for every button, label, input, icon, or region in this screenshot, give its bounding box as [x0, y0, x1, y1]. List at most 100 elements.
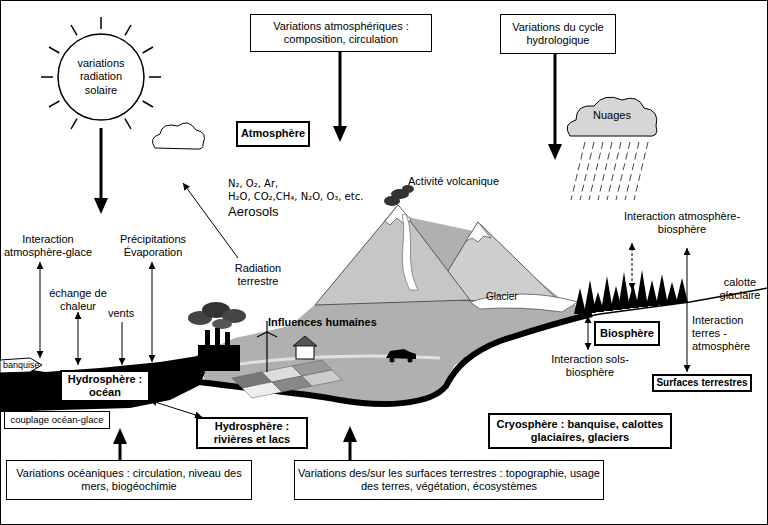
rain-line [580, 142, 594, 200]
forcing-arrow [349, 440, 352, 460]
factory [188, 302, 246, 371]
forcing-arrow [339, 52, 342, 128]
process-label: échange de chaleur [46, 287, 110, 313]
gas-list: N₂, O₂, Ar, [228, 178, 278, 190]
forcing-arrow-head [343, 426, 357, 442]
node-text: variations radiation solaire [70, 57, 132, 97]
field [302, 370, 342, 386]
component-box: Atmosphère [236, 121, 310, 147]
factory-building [198, 345, 240, 371]
rain-line [607, 142, 621, 200]
sun-ray [143, 101, 153, 107]
ocean [0, 356, 205, 412]
rain-line [634, 142, 648, 200]
snow-cap [466, 222, 491, 242]
forcing-arrow-head [333, 126, 347, 142]
wind-arrow [122, 322, 123, 365]
chimney [225, 332, 230, 346]
forcing-box: Variations du cycle hydrologique [500, 14, 616, 54]
windmill [257, 321, 277, 372]
car [386, 349, 416, 359]
node-text: couplage océan-glace [11, 414, 104, 425]
rain-line [598, 142, 612, 200]
rain-line [571, 142, 585, 200]
interaction-arrow [78, 312, 79, 365]
forcing-arrow-head [94, 198, 108, 214]
rain-line [625, 142, 639, 200]
component-box: Biosphère [594, 321, 660, 346]
process-box: couplage océan-glace [4, 411, 110, 429]
cloud [152, 123, 204, 149]
glacier-tongue [402, 214, 418, 290]
sun-ray [71, 25, 77, 35]
tree [646, 280, 658, 306]
interaction-arrow [632, 243, 633, 290]
node-text: Surfaces terrestres [656, 377, 747, 389]
windmill-mast [266, 332, 267, 372]
house-roof [293, 336, 317, 346]
car-wheel [390, 358, 395, 363]
node-text: Hydrosphère : océan [62, 373, 148, 399]
interaction-arrows [40, 183, 687, 372]
rain-line [589, 142, 603, 200]
forcing-box: Variations océaniques : circulation, niv… [6, 460, 252, 500]
interaction-arrow [687, 248, 688, 372]
tree [636, 270, 648, 307]
node-text: Atmosphère [241, 127, 305, 140]
tree [676, 278, 688, 303]
node-text: Cryosphère : banquise, calottes glaciair… [490, 418, 670, 444]
sun-rays [41, 17, 161, 129]
river [200, 314, 592, 404]
component-box: Hydrosphère : océan [60, 370, 150, 402]
forcing-box: Variations atmosphériques : composition,… [250, 14, 432, 52]
cloud-shape-path [567, 97, 657, 136]
component-box: Cryosphère : banquise, calottes glaciair… [488, 413, 672, 449]
tree [574, 288, 586, 314]
section-label: Influences humaines [268, 316, 377, 329]
node-text: Hydrosphère : rivières et lacs [198, 420, 306, 446]
forcing-arrow-head [113, 428, 127, 444]
windmill-blade [267, 332, 277, 337]
gas-list: H₂O, CO₂,CH₄, N₂O, O₃, etc. [228, 191, 363, 203]
region-label: banquise [3, 360, 40, 371]
process-label: Radiation terrestre [226, 262, 290, 288]
sun-ray [49, 101, 59, 107]
sun-circle-shape [58, 34, 144, 120]
interaction-label: Interaction sols-biosphère [544, 353, 636, 379]
forcing-box: Variations des/sur les surfaces terrestr… [294, 460, 604, 500]
volcano-smoke [384, 185, 414, 206]
process-label: vents [108, 307, 134, 320]
forest [574, 270, 688, 314]
rain-line [616, 142, 630, 200]
sun-ray [41, 76, 53, 78]
sun-ray [149, 76, 161, 78]
car-wheel [408, 358, 413, 363]
sun-ray [125, 119, 131, 129]
process-label: Activité volcanique [408, 175, 499, 188]
interaction-label: Interaction terres - atmosphère [692, 314, 768, 354]
forcing-arrow [119, 442, 122, 460]
interaction-label: Interaction atmosphère-biosphère [622, 210, 742, 236]
forcing-arrow [100, 128, 103, 200]
node-text: Variations atmosphériques : composition,… [251, 20, 431, 46]
region-label: Glacier [486, 291, 518, 303]
component-box: Surfaces terrestres [652, 374, 752, 392]
smoke-puff [212, 319, 232, 329]
aerosol-label: Aerosols [228, 204, 279, 220]
component-box: Hydrosphère : rivières et lacs [196, 417, 308, 449]
interaction-arrow [40, 262, 41, 358]
process-label: Précipitations Évaporation [110, 233, 196, 259]
sun-circle: variations radiation solaire [57, 33, 145, 121]
windmill-blade [257, 332, 267, 337]
mountain [315, 205, 470, 305]
sun-ray [143, 47, 153, 53]
farmland [232, 360, 342, 398]
node-text: Variations du cycle hydrologique [501, 21, 615, 47]
rain [571, 142, 648, 200]
sun-ray [71, 119, 77, 129]
interaction-arrow [588, 316, 589, 350]
tree [666, 282, 678, 304]
